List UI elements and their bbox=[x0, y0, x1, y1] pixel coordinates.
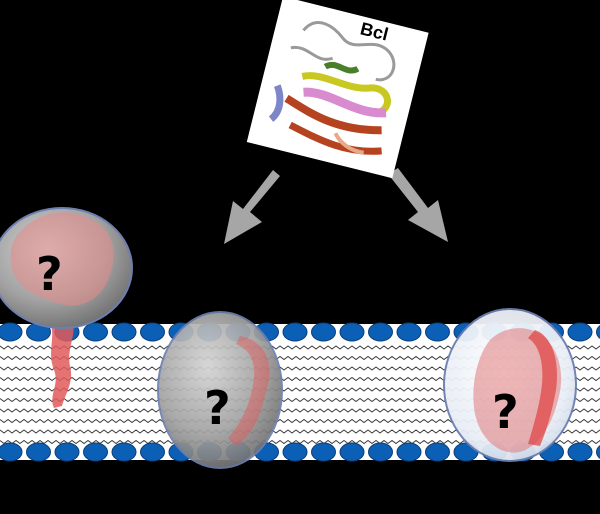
lipid-head bbox=[282, 322, 308, 342]
lipid-head bbox=[368, 442, 393, 462]
lipid-head bbox=[311, 322, 336, 342]
protein-structure-card: Bcl bbox=[246, 0, 429, 179]
lipid-head bbox=[282, 442, 308, 462]
lipid-head bbox=[311, 442, 336, 462]
protein-inserted-light: ? bbox=[443, 308, 577, 462]
lipid-head bbox=[54, 442, 80, 462]
protein-helix-red-right bbox=[528, 330, 558, 446]
protein-anchored-by-tail: ? bbox=[0, 207, 133, 408]
lipid-head bbox=[26, 442, 51, 462]
lipid-head bbox=[0, 442, 23, 462]
lipid-head bbox=[140, 322, 165, 342]
lipid-head bbox=[596, 325, 600, 339]
question-mark-left: ? bbox=[36, 247, 63, 301]
lipid-head bbox=[396, 322, 422, 342]
transmembrane-tail bbox=[48, 318, 74, 408]
lipid-head bbox=[83, 322, 108, 342]
lipid-head bbox=[83, 442, 108, 462]
lipid-head bbox=[567, 442, 593, 462]
question-mark-right: ? bbox=[492, 385, 519, 439]
question-mark-middle: ? bbox=[204, 381, 231, 435]
lipid-head bbox=[111, 322, 137, 342]
lipid-head bbox=[339, 322, 365, 342]
lipid-head bbox=[140, 442, 165, 462]
lipid-head bbox=[425, 442, 450, 462]
protein-ribbon-image bbox=[268, 21, 396, 155]
protein-surface-red-middle bbox=[228, 336, 270, 446]
lipid-head bbox=[596, 445, 600, 459]
lipid-head bbox=[396, 442, 422, 462]
lipid-head bbox=[567, 322, 593, 342]
arrow-right bbox=[388, 168, 448, 242]
lipid-head bbox=[111, 442, 137, 462]
lipid-head bbox=[339, 442, 365, 462]
lipid-head bbox=[0, 322, 23, 342]
arrow-left bbox=[224, 170, 280, 244]
protein-embedded-grey: ? bbox=[157, 311, 283, 469]
protein-surface-red bbox=[10, 212, 114, 306]
lipid-head bbox=[425, 322, 450, 342]
lipid-head bbox=[368, 322, 393, 342]
